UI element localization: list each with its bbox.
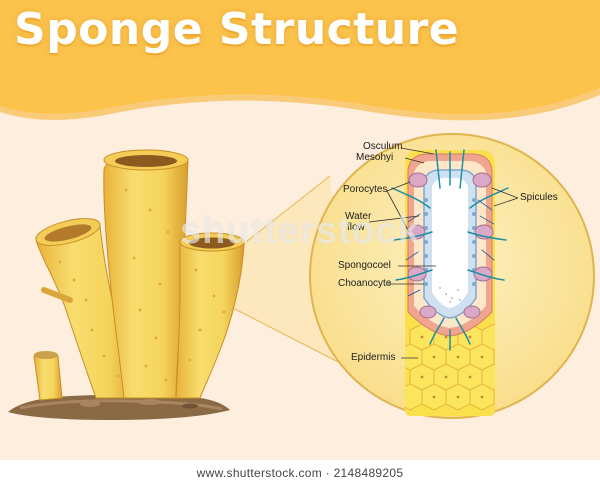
cross-section — [405, 150, 495, 416]
label-spongocoel: Spongocoel — [338, 260, 391, 271]
label-porocytes: Porocytes — [343, 184, 388, 195]
page-title: Sponge Structure — [14, 4, 460, 55]
spicules — [405, 199, 495, 297]
water-flow-arrows — [391, 149, 509, 351]
leader-lines — [368, 147, 519, 359]
label-water-line1: Water — [345, 211, 372, 222]
right-sponge-tube — [175, 232, 245, 399]
label-spicules: Spicules — [520, 192, 558, 203]
header-wave — [0, 0, 600, 115]
footer-credit: www.shutterstock.com · 2148489205 — [196, 466, 404, 480]
label-epidermis: Epidermis — [351, 352, 396, 363]
small-sponge-tube — [33, 351, 63, 401]
label-water-line2: flow — [347, 222, 365, 233]
center-sponge-tube — [103, 149, 189, 399]
left-sponge-tube — [35, 218, 141, 399]
diagram-artwork — [0, 0, 600, 460]
label-mesohyl: Mesohyi — [356, 152, 394, 163]
footer-bar: www.shutterstock.com · 2148489205 — [0, 460, 600, 486]
label-osculum: Osculum — [363, 141, 403, 152]
epidermis-cells — [405, 323, 495, 411]
zoom-beam — [190, 176, 350, 368]
label-choanocyte: Choanocyte — [338, 278, 392, 289]
sponge-pores — [58, 188, 226, 382]
